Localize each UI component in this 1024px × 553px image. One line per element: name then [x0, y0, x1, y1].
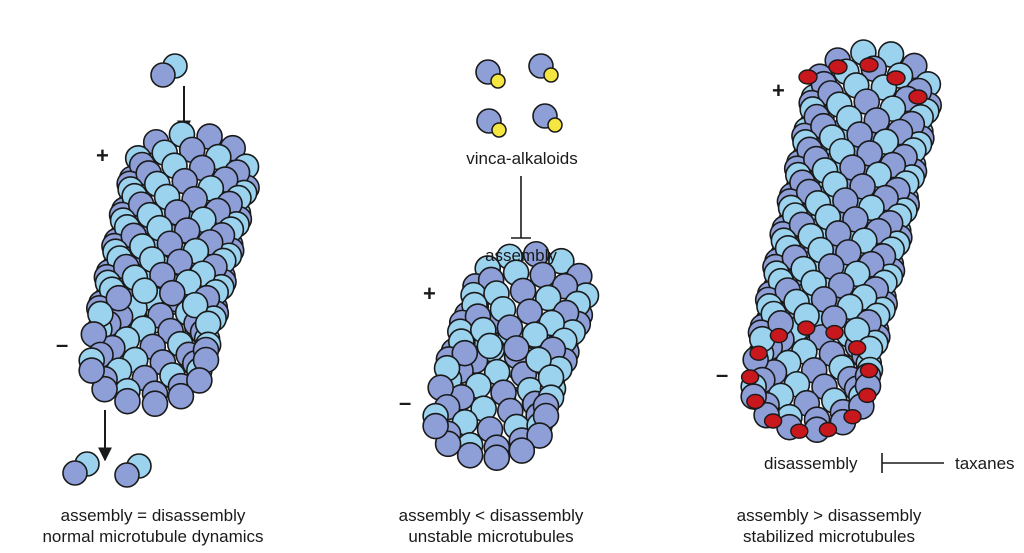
plus-end-sign-1: +	[96, 143, 109, 168]
microtubule-unstable	[422, 240, 600, 471]
tubulin-alpha	[114, 462, 140, 488]
caption-3-line2: stabilized microtubules	[743, 527, 915, 546]
tubulin-alpha	[150, 62, 176, 88]
taxane-molecule-rim	[843, 408, 862, 425]
vinca-alkaloid-molecule	[490, 73, 506, 89]
taxane-molecule-rim	[790, 423, 809, 439]
vinca-alkaloids-label: vinca-alkaloids	[466, 149, 578, 168]
caption-1-line1: assembly = disassembly	[60, 506, 246, 525]
vinca-bound-dimer	[528, 53, 559, 83]
rim-subunit	[422, 412, 449, 440]
rim-subunit	[526, 422, 553, 449]
tubulin-subunit	[105, 284, 133, 312]
taxane-molecule-top	[798, 69, 818, 85]
vinca-alkaloid-molecule	[547, 117, 563, 133]
rim-subunit	[141, 390, 169, 417]
minus-end-sign-3: –	[716, 362, 729, 387]
released-dimer	[114, 453, 152, 488]
caption-2-line1: assembly < disassembly	[398, 506, 584, 525]
rim-subunit	[483, 444, 511, 471]
vinca-bound-dimer	[476, 108, 507, 138]
rim-subunit	[114, 387, 141, 415]
minus-end-sign-2: –	[399, 390, 412, 415]
rim-subunit	[508, 437, 536, 464]
taxane-molecule-top	[859, 57, 879, 73]
taxane-molecule-rim	[825, 324, 844, 341]
taxane-molecule-rim	[763, 413, 783, 429]
rim-subunit	[167, 382, 195, 410]
taxane-molecule-rim	[749, 345, 768, 361]
vinca-bound-dimer	[475, 59, 506, 89]
taxane-molecule-top	[886, 70, 906, 86]
taxanes-label: taxanes	[955, 454, 1015, 473]
taxane-molecule-rim	[847, 340, 867, 356]
taxane-molecule-rim	[797, 320, 816, 336]
tubulin-subunit	[476, 332, 504, 360]
assembly-label: assembly	[485, 246, 557, 265]
vinca-alkaloid-molecule	[491, 122, 507, 138]
released-dimer	[62, 451, 100, 486]
rim-subunit	[91, 375, 118, 403]
vinca-inhibits-assembly	[511, 176, 531, 239]
taxane-molecule-rim	[858, 387, 877, 404]
taxanes-inhibit-disassembly	[881, 453, 944, 473]
vinca-alkaloid-molecule	[543, 67, 559, 83]
microtubule-stabilized	[740, 39, 942, 443]
minus-end-sign-1: –	[56, 332, 69, 357]
taxane-molecule-rim	[859, 362, 879, 379]
taxane-molecule-rim	[818, 421, 838, 438]
rim-subunit	[78, 357, 105, 384]
plus-end-sign-3: +	[772, 78, 785, 103]
taxane-molecule-rim	[746, 393, 765, 410]
tubulin-subunit	[503, 335, 530, 362]
caption-2-line2: unstable microtubules	[408, 527, 574, 546]
taxane-molecule-rim	[740, 369, 760, 385]
vinca-bound-dimer	[532, 103, 563, 133]
tubulin-subunit	[158, 279, 186, 307]
plus-end-sign-2: +	[423, 281, 436, 306]
tubulin-subunit	[451, 339, 479, 367]
tubulin-subunit	[181, 291, 209, 319]
caption-1-line2: normal microtubule dynamics	[42, 527, 264, 546]
incoming-dimer	[150, 53, 188, 88]
disassembly-label: disassembly	[764, 454, 858, 473]
rim-subunit	[186, 367, 213, 394]
tubulin-subunit	[131, 277, 159, 304]
taxane-molecule-top	[908, 89, 928, 105]
rim-subunit	[456, 441, 484, 469]
taxane-molecule-rim	[769, 327, 789, 344]
taxane-molecule-top	[828, 59, 848, 75]
caption-3-line1: assembly > disassembly	[736, 506, 922, 525]
microtubule-normal	[78, 121, 260, 417]
tubulin-alpha	[62, 460, 88, 486]
